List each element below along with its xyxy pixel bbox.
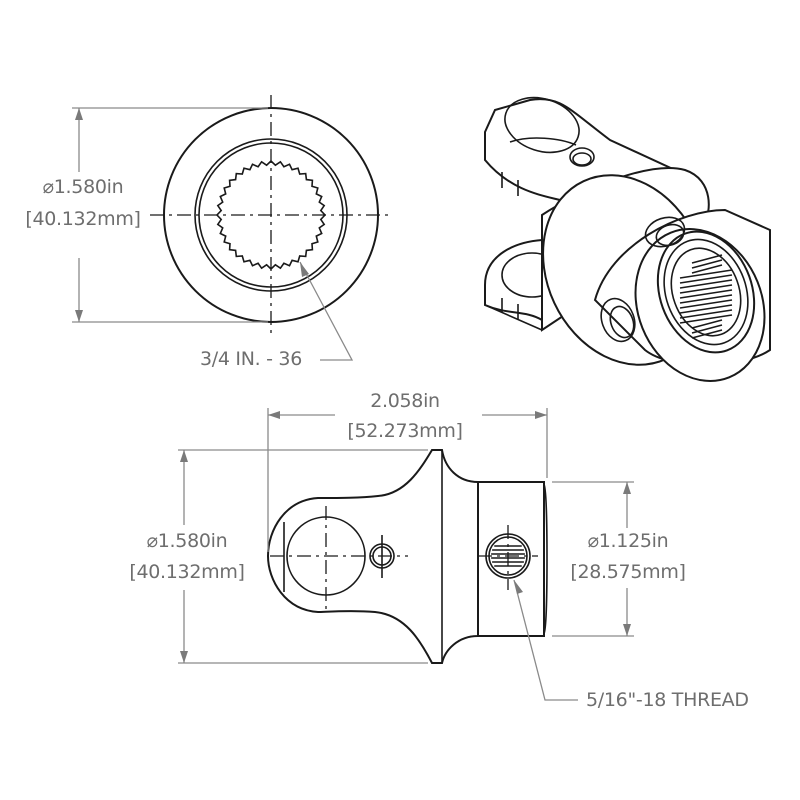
spline-callout: 3/4 IN. - 36 [200,348,302,370]
isometric-view [484,96,771,382]
overall-length-mm: [52.273mm] [347,420,463,442]
thread-leader [513,579,578,701]
end-view [72,95,392,361]
side-view [178,408,634,701]
hub-diameter-inch: ⌀1.125in [587,530,669,552]
thread-callout: 5/16"-18 THREAD [586,689,749,711]
overall-length-inch: 2.058in [370,390,440,412]
hub-profile [477,481,545,637]
side-view-diameter-mm: [40.132mm] [129,561,245,583]
end-view-diameter-inch: ⌀1.580in [42,176,124,198]
end-view-diameter-mm: [40.132mm] [25,208,141,230]
side-view-diameter-inch: ⌀1.580in [146,530,228,552]
spline-teeth-icon [679,254,733,339]
spline-leader [299,261,354,361]
hub-diameter-mm: [28.575mm] [570,561,686,583]
